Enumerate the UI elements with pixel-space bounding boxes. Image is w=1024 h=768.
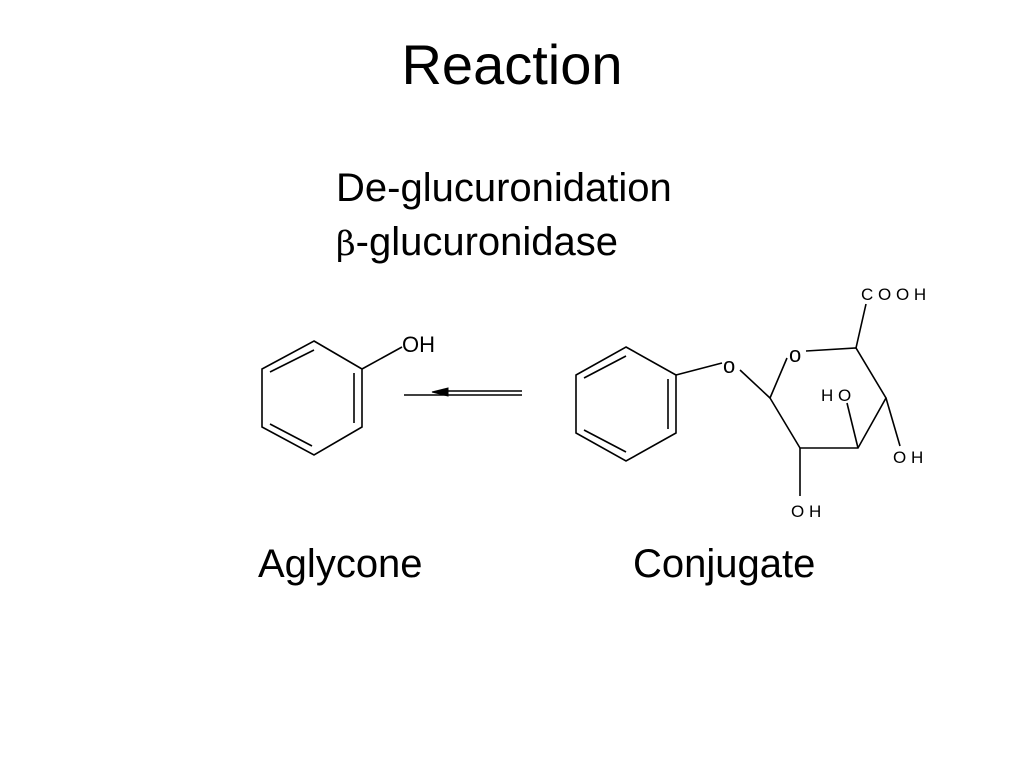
arrow-head <box>431 387 449 397</box>
aglycone-structure: OH <box>261 332 435 456</box>
conjugate-double-bond <box>583 429 627 453</box>
ring-oxygen-label: o <box>789 342 801 367</box>
carboxyl-bond <box>855 303 867 349</box>
c2-hydroxyl-label: O H <box>791 502 821 521</box>
reaction-arrow <box>404 387 522 397</box>
c4-hydroxyl-bond <box>885 397 901 447</box>
aglycone-double-bond <box>269 349 315 373</box>
conjugate-caption: Conjugate <box>633 542 816 586</box>
c3-hydroxyl-label: H O <box>821 386 851 405</box>
conjugate-structure: o o C O O H H O O H O H <box>575 285 926 521</box>
phenyl-o-bond <box>675 362 723 376</box>
glycosidic-oxygen-label: o <box>723 353 735 378</box>
beta-symbol: β <box>336 224 356 264</box>
conjugate-benzene-ring <box>575 346 677 462</box>
enzyme-name-text: -glucuronidase <box>355 220 619 264</box>
aglycone-benzene-ring <box>261 340 363 456</box>
aglycone-hydroxyl-label: OH <box>402 332 435 357</box>
aglycone-caption: Aglycone <box>258 542 423 586</box>
o-anomeric-bond <box>739 369 771 399</box>
slide-title: Reaction <box>401 33 623 96</box>
enzyme-name: β-glucuronidase <box>336 218 618 268</box>
reaction-name: De-glucuronidation <box>336 166 672 210</box>
conjugate-double-bond <box>583 355 627 379</box>
aglycone-oh-bond <box>361 346 403 370</box>
c3-hydroxyl-bond <box>846 402 859 449</box>
carboxyl-label: C O O H <box>861 285 926 304</box>
c4-hydroxyl-label: O H <box>893 448 923 467</box>
aglycone-double-bond <box>269 423 313 447</box>
